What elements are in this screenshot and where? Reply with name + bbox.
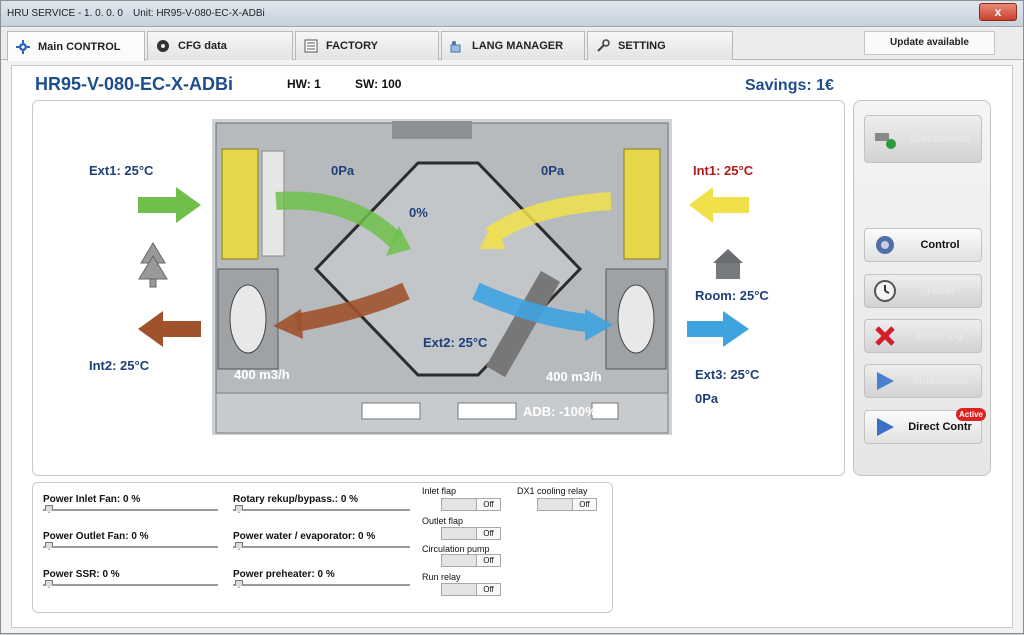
sw-version: SW: 100 xyxy=(355,77,402,91)
power-outlet-fan-slider[interactable] xyxy=(43,542,218,550)
toggle-state: Off xyxy=(572,499,596,510)
run-relay-toggle[interactable]: Off xyxy=(441,583,501,596)
unit-name: HR95-V-080-EC-X-ADBi xyxy=(35,74,234,94)
toggle-state: Off xyxy=(476,528,500,539)
disconnect-label: Disconnect xyxy=(910,133,970,145)
play-icon xyxy=(877,372,894,390)
timer-label: Timer xyxy=(925,285,955,297)
direct-control-label: Direct Contr xyxy=(908,421,972,433)
hru-unit-diagram xyxy=(212,119,672,435)
gear-icon xyxy=(876,236,894,254)
tab-setting[interactable]: SETTING xyxy=(587,31,733,60)
error-log-button[interactable]: Error log xyxy=(864,319,982,353)
flow-left: 400 m3/h xyxy=(234,367,290,382)
tab-bar: Main CONTROL CFG data FACTORY LANG MANAG… xyxy=(1,28,1023,61)
adb-value: ADB: -100% xyxy=(523,404,597,419)
toggle-state: Off xyxy=(476,555,500,566)
dx1-cooling-relay-toggle[interactable]: Off xyxy=(537,498,597,511)
circulation-pump-label: Circulation pump xyxy=(422,544,490,554)
active-badge: Active xyxy=(956,408,986,421)
slider-thumb[interactable] xyxy=(235,580,243,588)
preheater-slider[interactable] xyxy=(233,580,410,588)
tab-factory[interactable]: FACTORY xyxy=(295,31,439,60)
water-evaporator-slider[interactable] xyxy=(233,542,410,550)
close-button[interactable]: x xyxy=(979,3,1017,21)
slider-thumb[interactable] xyxy=(45,542,53,550)
tab-label: CFG data xyxy=(178,40,227,52)
tab-main-control[interactable]: Main CONTROL xyxy=(7,31,145,61)
slider-thumb[interactable] xyxy=(235,542,243,550)
toggle-state: Off xyxy=(476,584,500,595)
ext3-pressure: 0Pa xyxy=(695,391,719,406)
savings: Savings: 1€ xyxy=(745,77,834,94)
tab-cfg-data[interactable]: CFG data xyxy=(147,31,293,60)
tab-lang-manager[interactable]: LANG MANAGER xyxy=(441,31,585,60)
outlet-flap-toggle[interactable]: Off xyxy=(441,527,501,540)
cfg-icon xyxy=(157,40,169,52)
water-evaporator-label: Power water / evaporator: 0 % xyxy=(233,531,376,542)
power-ssr-label: Power SSR: 0 % xyxy=(43,569,120,580)
tab-label: Main CONTROL xyxy=(38,40,121,53)
direct-control-button[interactable]: Direct Contr xyxy=(864,410,982,444)
tab-label: LANG MANAGER xyxy=(472,40,564,52)
power-outlet-fan-label: Power Outlet Fan: 0 % xyxy=(43,531,149,542)
left-pressure: 0Pa xyxy=(331,163,355,178)
control-button[interactable]: Control xyxy=(864,228,982,262)
hw-version: HW: 1 xyxy=(287,77,321,91)
simulation-button[interactable]: Simulation xyxy=(864,364,982,398)
slider-thumb[interactable] xyxy=(45,505,53,513)
play-icon xyxy=(877,418,894,436)
circulation-pump-toggle[interactable]: Off xyxy=(441,554,501,567)
error-log-label: Error log xyxy=(916,330,964,342)
bypass-percent: 0% xyxy=(409,205,428,220)
int1-temp: Int1: 25°C xyxy=(693,163,754,178)
simulation-label: Simulation xyxy=(911,375,969,387)
inlet-flap-toggle[interactable]: Off xyxy=(441,498,501,511)
wrench-icon xyxy=(597,39,610,52)
tab-label: FACTORY xyxy=(326,40,378,52)
window-title: HRU SERVICE - 1. 0. 0. 0 xyxy=(7,8,123,19)
slider-thumb[interactable] xyxy=(45,580,53,588)
ext3-temp: Ext3: 25°C xyxy=(695,367,760,382)
ext1-temp: Ext1: 25°C xyxy=(89,163,154,178)
power-ssr-slider[interactable] xyxy=(43,580,218,588)
power-inlet-fan-label: Power Inlet Fan: 0 % xyxy=(43,494,141,505)
title-bar: HRU SERVICE - 1. 0. 0. 0 Unit: HR95-V-08… xyxy=(1,1,1023,27)
lang-icon xyxy=(450,41,461,53)
window-unit-title: Unit: HR95-V-080-EC-X-ADBi xyxy=(133,8,265,19)
inlet-flap-label: Inlet flap xyxy=(422,486,457,496)
int2-temp: Int2: 25°C xyxy=(89,358,150,373)
disconnect-button[interactable]: Disconnect xyxy=(864,115,982,163)
tab-label: SETTING xyxy=(618,40,666,52)
right-pressure: 0Pa xyxy=(541,163,565,178)
power-inlet-fan-slider[interactable] xyxy=(43,505,218,513)
timer-button[interactable]: Timer xyxy=(864,274,982,308)
rotary-slider[interactable] xyxy=(233,505,410,513)
room-temp: Room: 25°C xyxy=(695,288,769,303)
dx1-cooling-relay-label: DX1 cooling relay xyxy=(517,486,588,496)
update-available-button[interactable]: Update available xyxy=(864,31,995,55)
gear-icon xyxy=(16,39,30,54)
preheater-label: Power preheater: 0 % xyxy=(233,569,335,580)
run-relay-label: Run relay xyxy=(422,572,461,582)
toggle-state: Off xyxy=(476,499,500,510)
ext2-temp: Ext2: 25°C xyxy=(423,335,488,350)
error-icon xyxy=(875,326,895,346)
factory-icon xyxy=(304,39,318,53)
flow-right: 400 m3/h xyxy=(546,369,602,384)
control-label: Control xyxy=(920,239,960,251)
rotary-label: Rotary rekup/bypass.: 0 % xyxy=(233,494,359,505)
outlet-flap-label: Outlet flap xyxy=(422,516,464,526)
slider-thumb[interactable] xyxy=(235,505,243,513)
connection-icon xyxy=(875,133,896,149)
clock-icon xyxy=(874,280,896,302)
